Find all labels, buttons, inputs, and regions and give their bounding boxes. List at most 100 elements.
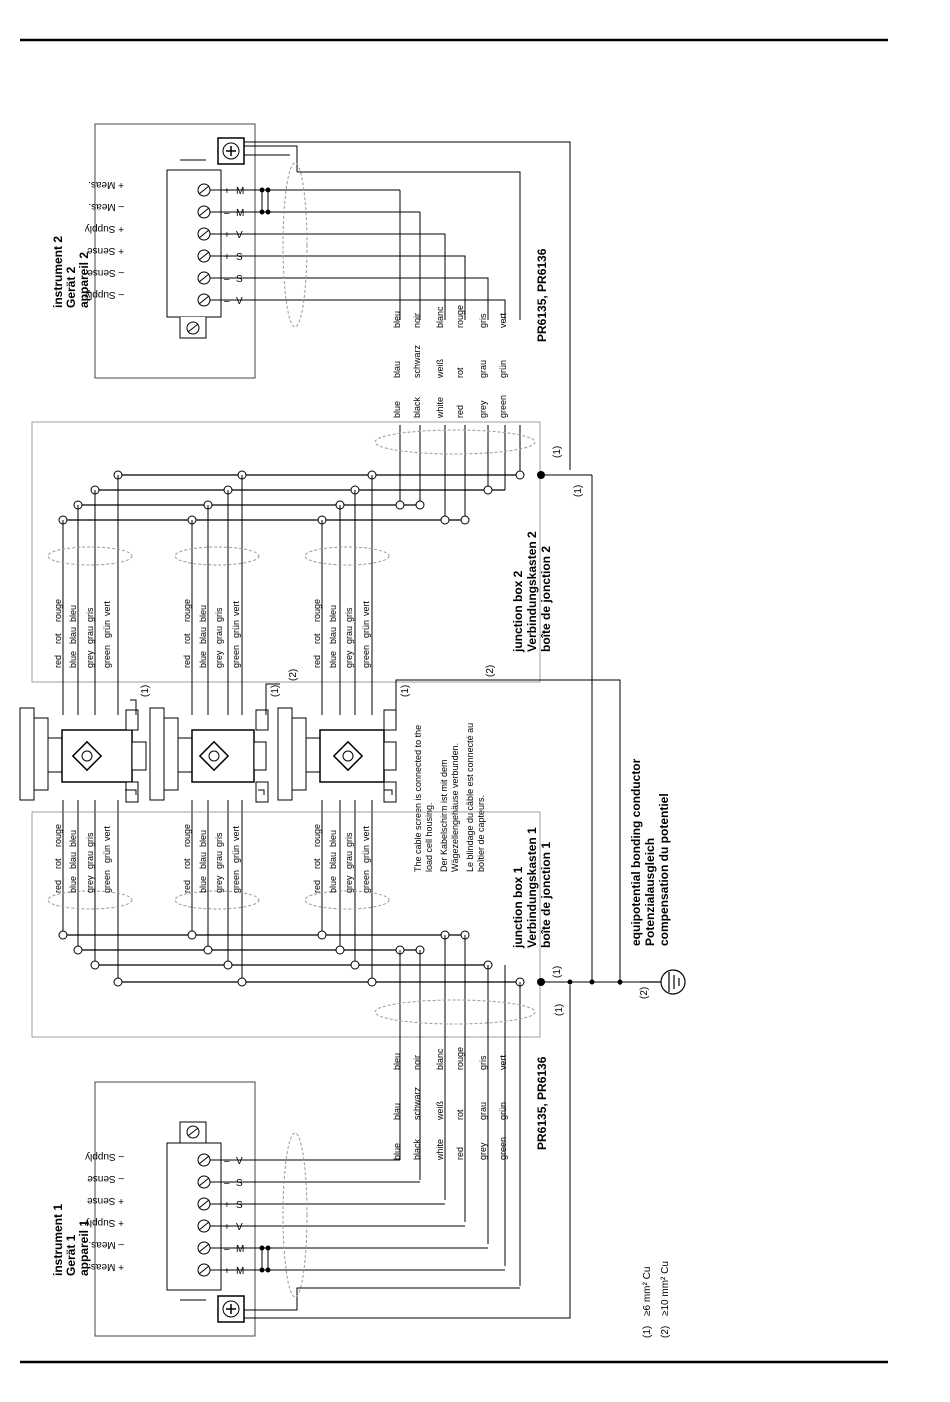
wire-colour-de: grau bbox=[85, 851, 95, 869]
wire-colour-en: blue bbox=[198, 876, 208, 893]
marker-1: (1) bbox=[552, 966, 563, 978]
signal-label: – Sense bbox=[87, 267, 124, 278]
cable-2-screen-ellipse bbox=[374, 429, 536, 455]
junction-box-2-title-de: Verbindungskasten 2 bbox=[525, 531, 539, 652]
terminal-screw-icon bbox=[197, 183, 211, 197]
wire-colour-fr: rouge bbox=[182, 824, 192, 847]
terminal-sign: – bbox=[224, 296, 230, 307]
terminal-code: V bbox=[236, 230, 243, 241]
signal-label: – Sense bbox=[87, 1173, 124, 1184]
signal-label: – Meas. bbox=[88, 201, 124, 212]
wire-colour-de: weiß bbox=[435, 1100, 445, 1121]
cable-model-label: PR6135, PR6136 bbox=[535, 1056, 549, 1150]
terminal-sign: – bbox=[224, 1156, 230, 1167]
wire-colour-de: grün bbox=[498, 1102, 508, 1120]
screen-note-line: Der Kabelschirm ist mit dem bbox=[439, 759, 449, 872]
load-cell bbox=[149, 707, 269, 803]
terminal-code: S bbox=[236, 1200, 243, 1211]
load-cell-sensor-icon bbox=[71, 740, 103, 772]
wire-colour-de: blau bbox=[68, 852, 78, 869]
marker-1: (1) bbox=[400, 685, 411, 697]
junction-box-1-terminals bbox=[58, 930, 525, 987]
wire-colour-de: blau bbox=[328, 627, 338, 644]
terminal-sign: + bbox=[224, 186, 230, 197]
instrument-2-wire-dots bbox=[259, 187, 271, 215]
wire-colour-fr: gris bbox=[478, 1055, 488, 1070]
junction-box-1: (1) (1) (2) junction box 1 Verbindungska… bbox=[31, 811, 650, 1038]
signal-label: + Sense bbox=[87, 245, 124, 256]
junction-box-2-title-en: junction box 2 bbox=[511, 570, 525, 653]
wire-colour-de: grün bbox=[231, 845, 241, 863]
instrument-2-title-de: Gerät 2 bbox=[64, 266, 78, 308]
junction-box-2-title-fr: boîte de jonction 2 bbox=[539, 546, 553, 652]
instrument-1-frame bbox=[94, 1081, 256, 1337]
cable-1-wires bbox=[399, 935, 521, 1286]
wire-colour-en: green bbox=[361, 645, 371, 668]
wire-colour-fr: bleu bbox=[68, 830, 78, 847]
instrument-1-screen-ellipse bbox=[282, 1132, 308, 1298]
terminal-code: V bbox=[236, 296, 243, 307]
wire-colour-en: green bbox=[102, 870, 112, 893]
signal-label: + Supply bbox=[85, 1217, 124, 1228]
wire-colour-fr: bleu bbox=[68, 605, 78, 622]
terminal-sign: + bbox=[224, 1266, 230, 1277]
instrument-1-signal-labels: + Meas. – Meas. + Supply + Sense – Sense… bbox=[85, 1151, 124, 1272]
terminal-code: S bbox=[236, 252, 243, 263]
wire-colour-fr: bleu bbox=[392, 311, 402, 328]
instrument-1-title-fr: appareil 1 bbox=[77, 1220, 91, 1276]
wire-colour-fr: vert bbox=[102, 600, 112, 616]
wire-colour-fr: rouge bbox=[455, 305, 465, 328]
terminal-code: V bbox=[236, 1222, 243, 1233]
wire-colour-de: grau bbox=[478, 1102, 488, 1120]
wire-colour-fr: rouge bbox=[312, 824, 322, 847]
instrument-2-title-en: instrument 2 bbox=[51, 236, 65, 308]
wire-colour-de: grau bbox=[344, 626, 354, 644]
wire-colour-de: grau bbox=[344, 851, 354, 869]
wire-colour-de: grün bbox=[231, 620, 241, 638]
terminal-sign: – bbox=[224, 1178, 230, 1189]
instrument-2: instrument 2 Gerät 2 appareil 2 + Meas. … bbox=[51, 123, 571, 470]
wire-colour-en: green bbox=[231, 870, 241, 893]
wire-colour-en: green bbox=[102, 645, 112, 668]
instrument-1-ground-terminal bbox=[217, 1295, 245, 1323]
wire-colour-en: grey bbox=[344, 875, 354, 893]
instrument-1-title-de: Gerät 1 bbox=[64, 1234, 78, 1276]
marker-2: (2) bbox=[639, 987, 650, 999]
wire-colour-en: grey bbox=[214, 650, 224, 668]
wire-colour-fr: rouge bbox=[53, 599, 63, 622]
wire-colour-de: grün bbox=[498, 360, 508, 378]
footnotes: (1) ≥6 mm² Cu (2) ≥10 mm² Cu bbox=[642, 1261, 671, 1338]
wire-colour-en: blue bbox=[68, 876, 78, 893]
load-cell-sensor-icon bbox=[332, 740, 364, 772]
marker-2: (2) bbox=[485, 665, 496, 677]
footnote-text: ≥10 mm² Cu bbox=[660, 1261, 671, 1316]
instrument-1-wire-dots bbox=[259, 1245, 271, 1273]
terminal-screw-icon bbox=[197, 249, 211, 263]
screen-note-line: Wägezellengehäuse verbunden. bbox=[450, 743, 460, 872]
instrument-2-signal-labels: + Meas. – Meas. + Supply + Sense – Sense… bbox=[85, 179, 124, 300]
instrument-1-cable-model: PR6135, PR6136 bbox=[535, 1056, 549, 1150]
wire-colour-fr: rouge bbox=[182, 599, 192, 622]
terminal-sign: – bbox=[224, 208, 230, 219]
signal-label: + Sense bbox=[87, 1195, 124, 1206]
wire-colour-fr: vert bbox=[231, 600, 241, 616]
junction-box-2-ground-screw bbox=[537, 471, 570, 479]
load-cell bbox=[277, 707, 397, 803]
wire-colour-fr: gris bbox=[344, 832, 354, 847]
equipotential-bonding: equipotential bonding conductor Potenzia… bbox=[570, 474, 686, 995]
wire-colour-en: red bbox=[455, 1147, 465, 1160]
signal-label: – Meas. bbox=[88, 1239, 124, 1250]
wire-colour-de: rot bbox=[312, 858, 322, 869]
load-cell-cables-lower bbox=[62, 800, 373, 982]
equipotential-title-en: equipotential bonding conductor bbox=[629, 758, 643, 946]
instrument-1-terminal-strip bbox=[166, 1142, 222, 1291]
junction-box-2-frame bbox=[31, 421, 541, 683]
instrument-2-title: instrument 2 Gerät 2 appareil 2 bbox=[51, 236, 91, 308]
wire-colour-fr: rouge bbox=[312, 599, 322, 622]
terminal-code: S bbox=[236, 1178, 243, 1189]
instrument-1-title-en: instrument 1 bbox=[51, 1204, 65, 1276]
marker-2: (2) bbox=[288, 669, 299, 681]
